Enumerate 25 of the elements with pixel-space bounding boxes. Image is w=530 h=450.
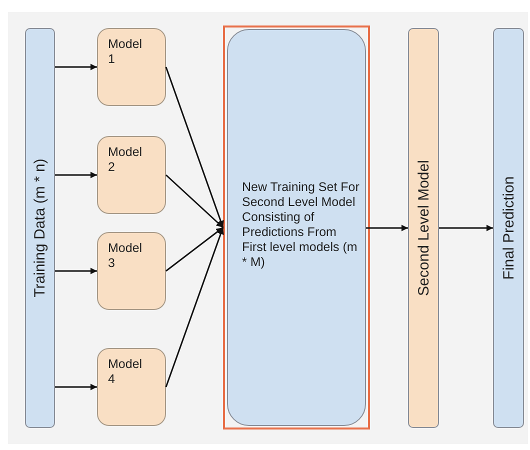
arrow — [366, 224, 408, 232]
model-box — [97, 232, 166, 310]
model-bar — [408, 28, 439, 428]
arrow — [55, 268, 97, 274]
data-bar — [25, 28, 55, 428]
box-label: Model 3 — [108, 241, 144, 271]
arrow — [55, 64, 97, 70]
box-label: Model 4 — [108, 357, 144, 387]
arrow — [166, 174, 224, 228]
arrow — [55, 384, 97, 390]
arrow — [165, 227, 224, 388]
box-label: New Training Set For Second Level Model Consisting of Predictions From First level models (m * M) — [242, 180, 360, 270]
arrow — [55, 172, 97, 178]
model-box — [97, 28, 166, 106]
bar-label: Training Data (m * n) — [32, 158, 48, 298]
bar-label: Final Prediction — [500, 176, 517, 280]
box-label: Model 2 — [108, 145, 144, 175]
arrow — [439, 224, 493, 232]
model-box — [97, 348, 166, 426]
arrow — [166, 226, 224, 272]
model-box — [97, 136, 166, 214]
arrow — [165, 66, 224, 228]
box-label: Model 1 — [108, 37, 144, 67]
prediction-bar — [493, 28, 524, 428]
bar-label: Second Level Model — [415, 160, 432, 296]
